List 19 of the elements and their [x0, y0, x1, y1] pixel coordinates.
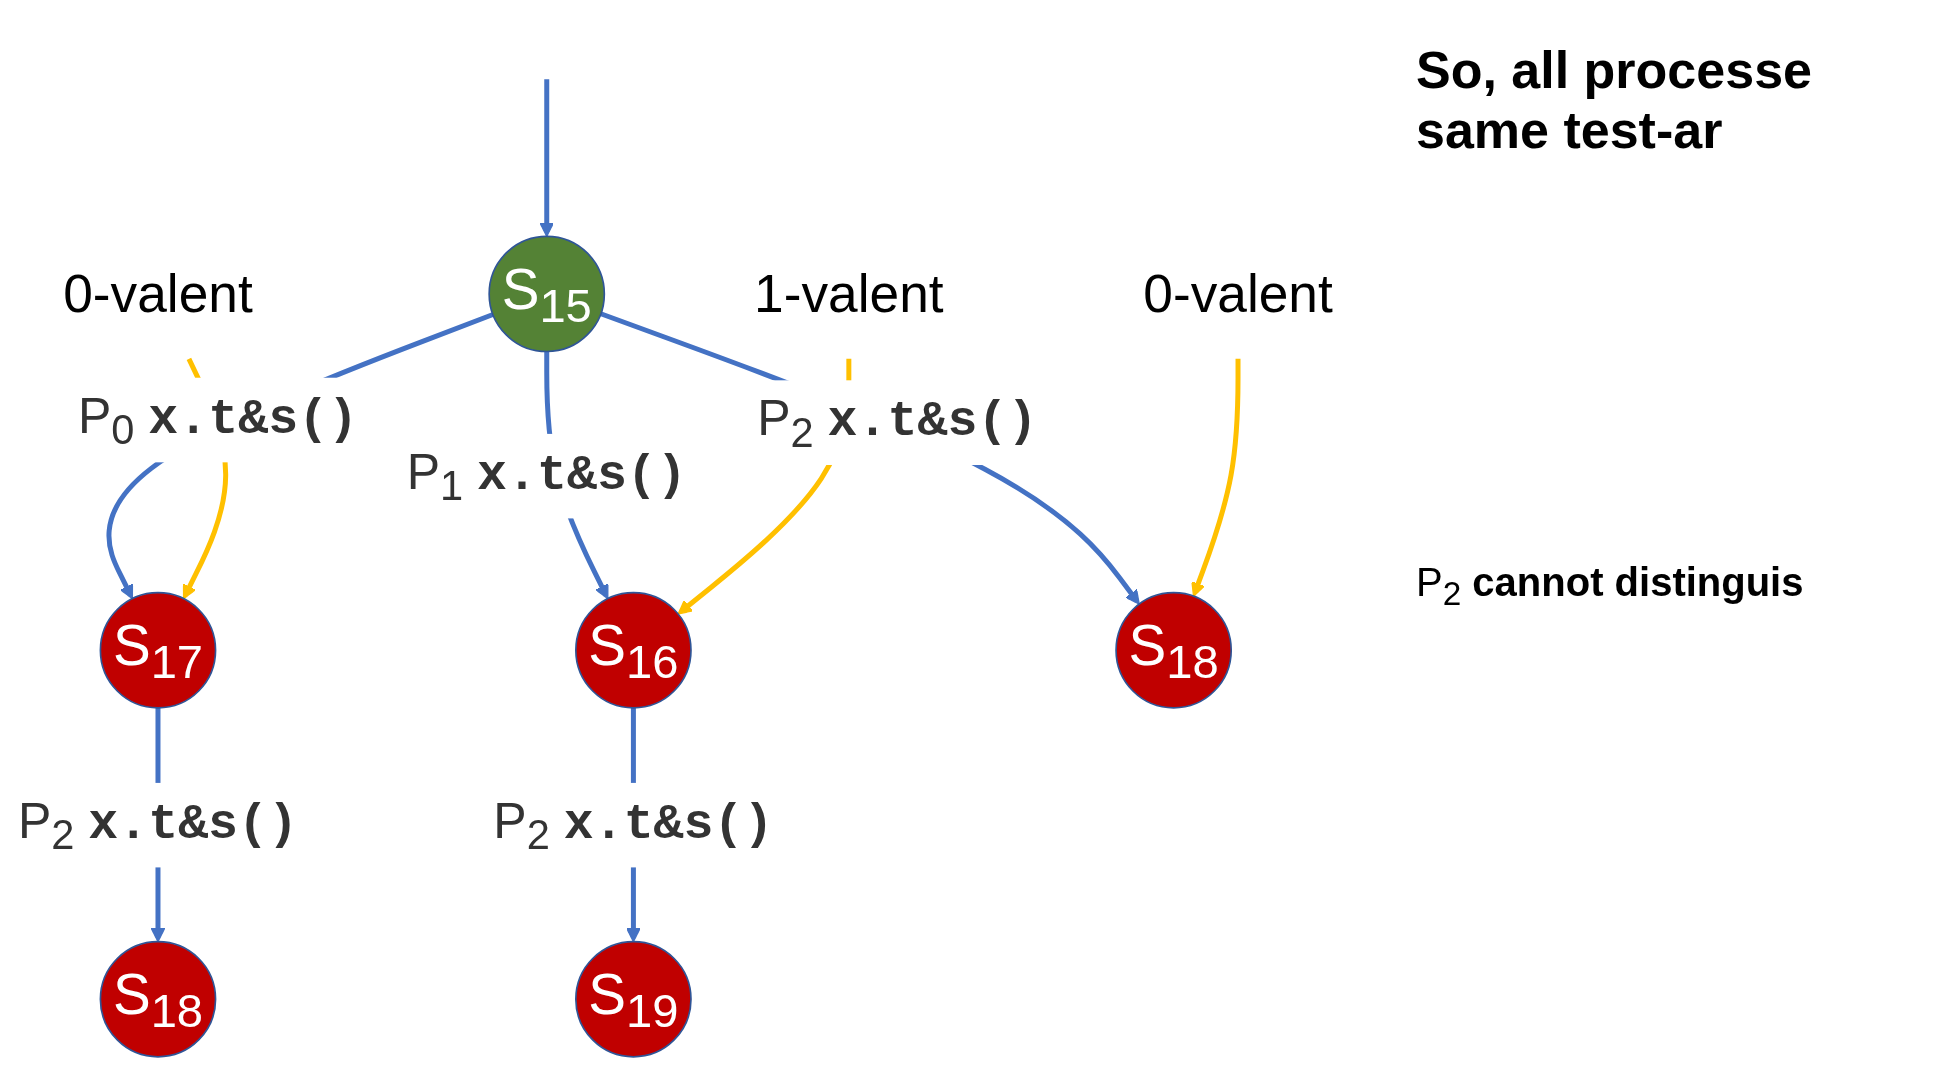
- node-text: 0-valent: [63, 263, 253, 324]
- node-text: 1-valent: [754, 263, 944, 324]
- edge-label: P$_{2}$ x.t&s(): [493, 792, 774, 858]
- arrow: [599, 311, 1140, 605]
- edge-label: P$_{0}$ x.t&s(): [78, 387, 359, 453]
- node-circle: S$_{16}$: [575, 591, 692, 709]
- arrow: [539, 79, 555, 237]
- edge-label: P$_{2}$ x.t&s(): [757, 390, 1038, 456]
- node-circle: S$_{19}$: [575, 940, 692, 1058]
- node-circle: S$_{15}$: [488, 235, 606, 353]
- edge-label: P$_{2}$ x.t&s(): [17, 792, 299, 858]
- node-circle: S$_{17}$: [99, 591, 217, 709]
- heading: So, all processe same test-ar: [1416, 40, 1813, 160]
- node-text: 0-valent: [1143, 263, 1333, 324]
- arrow: [1191, 358, 1241, 597]
- node-circle: S$_{18}$: [99, 940, 217, 1058]
- node-circle: S$_{18}$: [1115, 591, 1233, 709]
- note-text: P$_{2}$ cannot distinguis: [1416, 560, 1805, 613]
- edge-label: P$_{1}$ x.t&s(): [406, 443, 687, 509]
